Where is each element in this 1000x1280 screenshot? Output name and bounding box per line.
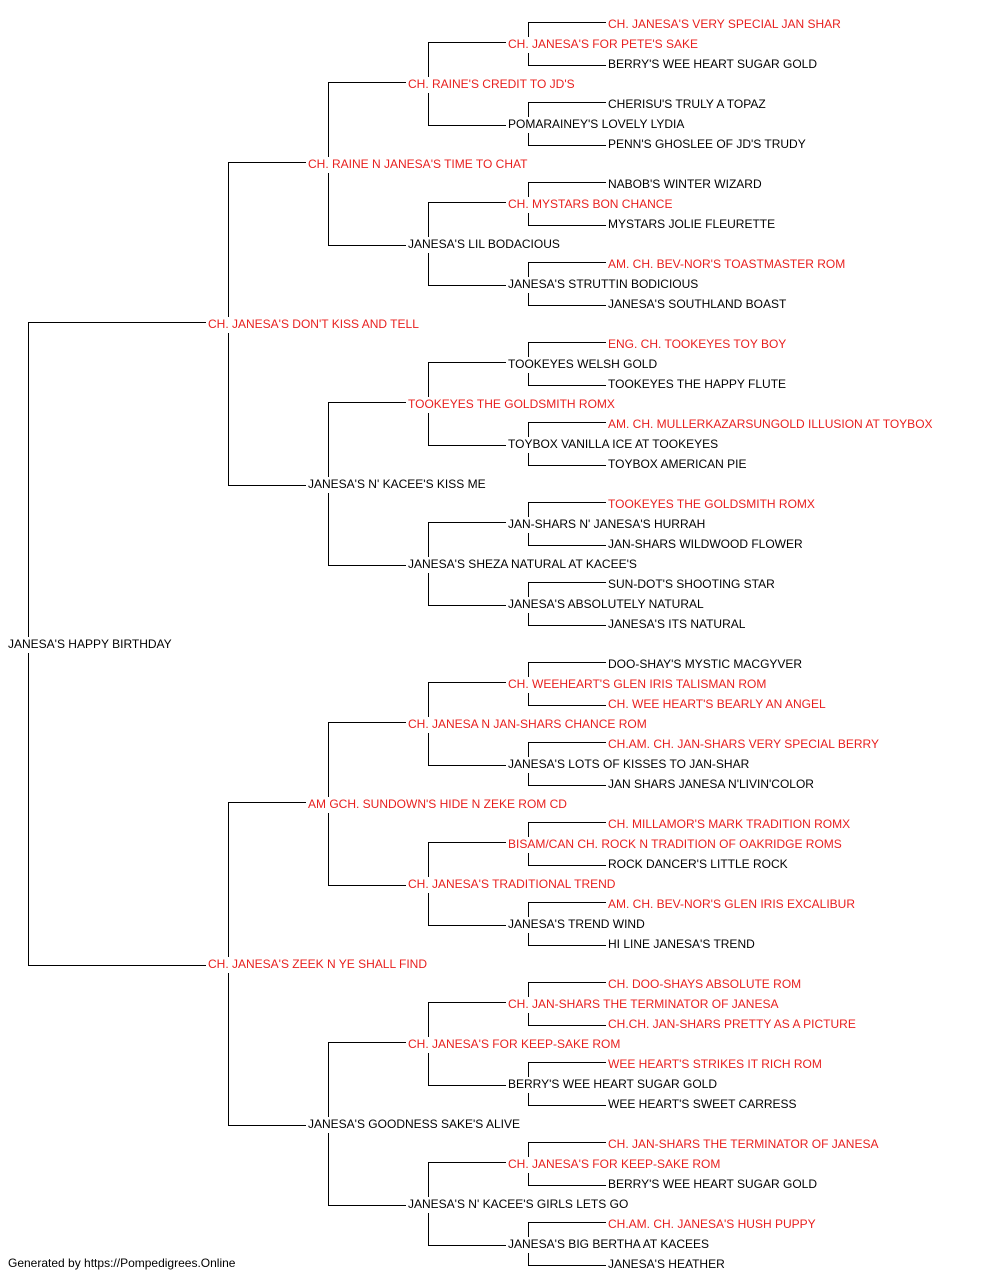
pedigree-node-gen5-dam-dam-dam-sire-sire: CH. JAN-SHARS THE TERMINATOR OF JANESA [608, 1137, 879, 1151]
pedigree-node-gen5-dam-sire-dam-dam-sire: AM. CH. BEV-NOR'S GLEN IRIS EXCALIBUR [608, 897, 856, 911]
footer-credit: Generated by https://Pompedigrees.Online [8, 1256, 236, 1270]
pedigree-node-gen4-dam-dam-sire-dam: BERRY'S WEE HEART SUGAR GOLD [508, 1077, 718, 1091]
pedigree-node-gen3-dam-dam-sire: CH. JANESA'S FOR KEEP-SAKE ROM [408, 1037, 621, 1051]
pedigree-node-gen5-dam-sire-dam-sire-dam: ROCK DANCER'S LITTLE ROCK [608, 857, 788, 871]
pedigree-node-gen3-dam-dam-dam: JANESA'S N' KACEE'S GIRLS LETS GO [408, 1197, 629, 1211]
pedigree-node-gen5-sire-dam-dam-dam-sire: SUN-DOT'S SHOOTING STAR [608, 577, 775, 591]
pedigree-node-gen4-sire-dam-dam-sire: JAN-SHARS N' JANESA'S HURRAH [508, 517, 706, 531]
pedigree-node-gen2-sire-sire: CH. RAINE N JANESA'S TIME TO CHAT [308, 157, 528, 171]
pedigree-node-gen5-dam-sire-sire-sire-dam: CH. WEE HEART'S BEARLY AN ANGEL [608, 697, 826, 711]
pedigree-node-gen4-dam-sire-dam-sire: BISAM/CAN CH. ROCK N TRADITION OF OAKRID… [508, 837, 842, 851]
pedigree-node-gen5-dam-sire-sire-dam-sire: CH.AM. CH. JAN-SHARS VERY SPECIAL BERRY [608, 737, 879, 751]
pedigree-node-gen4-sire-sire-dam-sire: CH. MYSTARS BON CHANCE [508, 197, 673, 211]
pedigree-node-gen5-sire-sire-dam-dam-dam: JANESA'S SOUTHLAND BOAST [608, 297, 787, 311]
pedigree-node-gen4-dam-sire-sire-dam: JANESA'S LOTS OF KISSES TO JAN-SHAR [508, 757, 750, 771]
pedigree-node-gen5-sire-sire-sire-sire-sire: CH. JANESA'S VERY SPECIAL JAN SHAR [608, 17, 841, 31]
pedigree-node-gen3-dam-sire-sire: CH. JANESA N JAN-SHARS CHANCE ROM [408, 717, 647, 731]
pedigree-node-gen5-sire-sire-dam-dam-sire: AM. CH. BEV-NOR'S TOASTMASTER ROM [608, 257, 846, 271]
pedigree-node-gen4-sire-dam-dam-dam: JANESA'S ABSOLUTELY NATURAL [508, 597, 704, 611]
pedigree-node-gen5-sire-dam-sire-sire-sire: ENG. CH. TOOKEYES TOY BOY [608, 337, 787, 351]
pedigree-node-gen5-dam-dam-sire-sire-dam: CH.CH. JAN-SHARS PRETTY AS A PICTURE [608, 1017, 856, 1031]
pedigree-node-gen5-sire-sire-dam-sire-dam: MYSTARS JOLIE FLEURETTE [608, 217, 776, 231]
pedigree-node-gen5-sire-dam-dam-sire-dam: JAN-SHARS WILDWOOD FLOWER [608, 537, 803, 551]
pedigree-node-gen2-dam-dam: JANESA'S GOODNESS SAKE'S ALIVE [308, 1117, 520, 1131]
pedigree-node-gen5-dam-sire-sire-sire-sire: DOO-SHAY'S MYSTIC MACGYVER [608, 657, 803, 671]
pedigree-node-gen5-dam-dam-sire-dam-dam: WEE HEART'S SWEET CARRESS [608, 1097, 797, 1111]
pedigree-node-gen5-sire-dam-dam-dam-dam: JANESA'S ITS NATURAL [608, 617, 746, 631]
pedigree-node-gen4-sire-sire-sire-sire: CH. JANESA'S FOR PETE'S SAKE [508, 37, 698, 51]
pedigree-node-gen4-sire-dam-sire-sire: TOOKEYES WELSH GOLD [508, 357, 658, 371]
pedigree-node-gen1-sire: CH. JANESA'S DON'T KISS AND TELL [208, 317, 419, 331]
pedigree-node-gen2-dam-sire: AM GCH. SUNDOWN'S HIDE N ZEKE ROM CD [308, 797, 567, 811]
pedigree-node-gen3-dam-sire-dam: CH. JANESA'S TRADITIONAL TREND [408, 877, 616, 891]
pedigree-node-gen5-dam-sire-sire-dam-dam: JAN SHARS JANESA N'LIVIN'COLOR [608, 777, 814, 791]
pedigree-node-gen5-dam-dam-sire-dam-sire: WEE HEART'S STRIKES IT RICH ROM [608, 1057, 822, 1071]
pedigree-node-gen4-dam-dam-sire-sire: CH. JAN-SHARS THE TERMINATOR OF JANESA [508, 997, 779, 1011]
pedigree-node-gen4-sire-sire-dam-dam: JANESA'S STRUTTIN BODICIOUS [508, 277, 699, 291]
pedigree-node-gen3-sire-sire-sire: CH. RAINE'S CREDIT TO JD'S [408, 77, 575, 91]
pedigree-node-gen5-dam-sire-dam-dam-dam: HI LINE JANESA'S TREND [608, 937, 755, 951]
pedigree-node-gen5-dam-dam-sire-sire-sire: CH. DOO-SHAYS ABSOLUTE ROM [608, 977, 802, 991]
pedigree-node-gen5-sire-sire-sire-sire-dam: BERRY'S WEE HEART SUGAR GOLD [608, 57, 818, 71]
pedigree-node-gen5-sire-dam-dam-sire-sire: TOOKEYES THE GOLDSMITH ROMX [608, 497, 815, 511]
pedigree-node-gen2-sire-dam: JANESA'S N' KACEE'S KISS ME [308, 477, 486, 491]
pedigree-node-gen4-dam-sire-dam-dam: JANESA'S TREND WIND [508, 917, 645, 931]
pedigree-node-gen5-dam-dam-dam-dam-dam: JANESA'S HEATHER [608, 1257, 725, 1271]
pedigree-node-gen1-dam: CH. JANESA'S ZEEK N YE SHALL FIND [208, 957, 428, 971]
pedigree-node-gen5-sire-dam-sire-dam-dam: TOYBOX AMERICAN PIE [608, 457, 747, 471]
pedigree-node-gen3-sire-dam-sire: TOOKEYES THE GOLDSMITH ROMX [408, 397, 615, 411]
pedigree-node-gen3-sire-sire-dam: JANESA'S LIL BODACIOUS [408, 237, 560, 251]
pedigree-node-gen0: JANESA'S HAPPY BIRTHDAY [8, 637, 172, 651]
pedigree-node-gen4-dam-dam-dam-dam: JANESA'S BIG BERTHA AT KACEES [508, 1237, 710, 1251]
pedigree-node-gen5-dam-dam-dam-dam-sire: CH.AM. CH. JANESA'S HUSH PUPPY [608, 1217, 816, 1231]
pedigree-node-gen4-dam-sire-sire-sire: CH. WEEHEART'S GLEN IRIS TALISMAN ROM [508, 677, 767, 691]
pedigree-node-gen5-sire-sire-sire-dam-dam: PENN'S GHOSLEE OF JD'S TRUDY [608, 137, 806, 151]
pedigree-node-gen4-dam-dam-dam-sire: CH. JANESA'S FOR KEEP-SAKE ROM [508, 1157, 721, 1171]
pedigree-node-gen3-sire-dam-dam: JANESA'S SHEZA NATURAL AT KACEE'S [408, 557, 637, 571]
pedigree-node-gen5-sire-dam-sire-dam-sire: AM. CH. MULLERKAZARSUNGOLD ILLUSION AT T… [608, 417, 933, 431]
pedigree-node-gen5-sire-sire-sire-dam-sire: CHERISU'S TRULY A TOPAZ [608, 97, 766, 111]
pedigree-node-gen4-sire-dam-sire-dam: TOYBOX VANILLA ICE AT TOOKEYES [508, 437, 719, 451]
pedigree-node-gen5-dam-sire-dam-sire-sire: CH. MILLAMOR'S MARK TRADITION ROMX [608, 817, 851, 831]
pedigree-node-gen5-sire-sire-dam-sire-sire: NABOB'S WINTER WIZARD [608, 177, 762, 191]
pedigree-node-gen5-sire-dam-sire-sire-dam: TOOKEYES THE HAPPY FLUTE [608, 377, 787, 391]
pedigree-node-gen5-dam-dam-dam-sire-dam: BERRY'S WEE HEART SUGAR GOLD [608, 1177, 818, 1191]
pedigree-node-gen4-sire-sire-sire-dam: POMARAINEY'S LOVELY LYDIA [508, 117, 685, 131]
